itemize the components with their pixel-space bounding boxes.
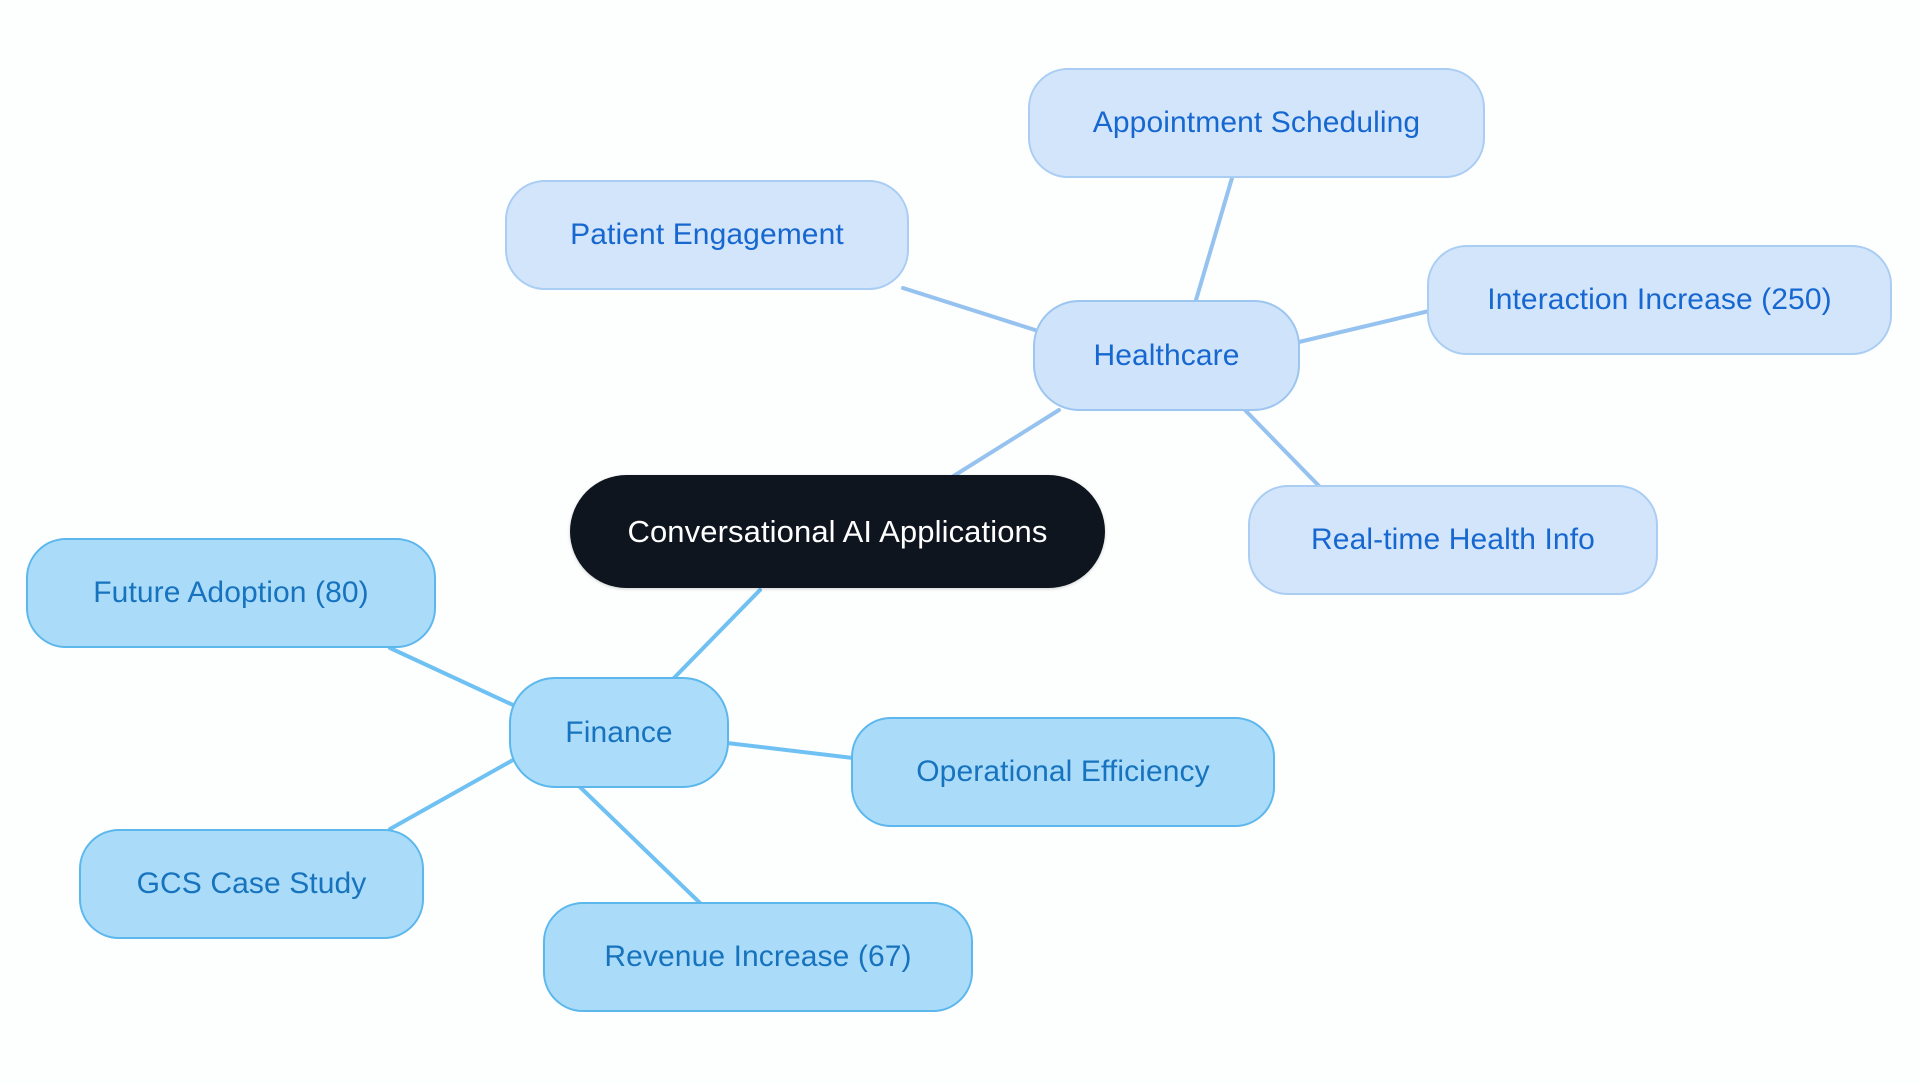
node-real-time-health-info-label: Real-time Health Info (1311, 523, 1595, 556)
node-root[interactable]: Conversational AI Applications (570, 475, 1105, 588)
node-patient-engagement[interactable]: Patient Engagement (505, 180, 909, 290)
node-future-adoption[interactable]: Future Adoption (80) (26, 538, 436, 648)
node-healthcare[interactable]: Healthcare (1033, 300, 1300, 411)
node-healthcare-label: Healthcare (1093, 338, 1240, 372)
edge-finance-gcs-case-study (388, 758, 515, 831)
node-root-label: Conversational AI Applications (627, 514, 1048, 549)
node-finance[interactable]: Finance (509, 677, 729, 788)
edge-finance-revenue-increase (578, 785, 702, 905)
node-future-adoption-label: Future Adoption (80) (93, 576, 369, 609)
node-appointment-scheduling-label: Appointment Scheduling (1092, 106, 1421, 139)
node-operational-efficiency-label: Operational Efficiency (916, 755, 1210, 788)
edge-healthcare-realtime (1241, 406, 1322, 489)
node-patient-engagement-label: Patient Engagement (570, 218, 844, 251)
node-finance-label: Finance (565, 715, 673, 749)
edge-healthcare-appointment (1194, 176, 1234, 302)
edge-finance-future-adoption (388, 646, 515, 707)
node-gcs-case-study-label: GCS Case Study (136, 867, 367, 900)
edge-root-healthcare (950, 408, 1061, 479)
edge-healthcare-patient-engagement (901, 286, 1037, 332)
node-gcs-case-study[interactable]: GCS Case Study (79, 829, 424, 939)
node-revenue-increase-label: Revenue Increase (67) (604, 940, 912, 973)
node-real-time-health-info[interactable]: Real-time Health Info (1248, 485, 1658, 595)
edge-healthcare-interaction (1297, 309, 1431, 344)
edge-finance-operational-efficiency (725, 741, 855, 760)
node-appointment-scheduling[interactable]: Appointment Scheduling (1028, 68, 1485, 178)
edge-root-finance (670, 588, 762, 682)
node-revenue-increase[interactable]: Revenue Increase (67) (543, 902, 973, 1012)
node-interaction-increase[interactable]: Interaction Increase (250) (1427, 245, 1892, 355)
node-interaction-increase-label: Interaction Increase (250) (1487, 283, 1832, 316)
node-operational-efficiency[interactable]: Operational Efficiency (851, 717, 1275, 827)
